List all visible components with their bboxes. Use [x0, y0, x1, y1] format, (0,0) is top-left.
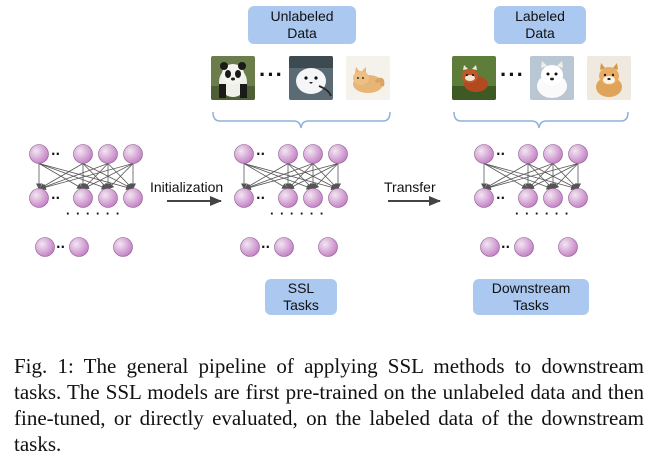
network-3-edge [527, 163, 578, 189]
network-1-edge [107, 163, 134, 190]
network-1-row-dots: ·· [56, 240, 65, 254]
network-1-node-r1 [98, 144, 118, 164]
network-2-node-r2 [303, 188, 323, 208]
network-3-row-dots: ·· [501, 240, 510, 254]
figure-caption: Fig. 1: The general pipeline of applying… [14, 354, 644, 456]
network-3-node-r1 [568, 144, 588, 164]
network-3-node-r1 [543, 144, 563, 164]
network-2-row-dots: ·· [261, 240, 270, 254]
network-2-node-r3 [318, 237, 338, 257]
network-2-edge [312, 163, 339, 190]
network-1-edge [39, 163, 84, 190]
network-2-row-dots: ·· [256, 147, 265, 161]
red-panda-image [452, 56, 496, 100]
network-3-edge [483, 163, 528, 190]
network-3-edge [484, 163, 529, 190]
network-1-edge [83, 163, 134, 189]
kitten-image [346, 56, 390, 100]
network-1-node-r2 [29, 188, 49, 208]
network-1-edge [38, 163, 83, 190]
unlabeled-images-ellipsis: ··· [259, 62, 284, 87]
network-1-edge [38, 163, 133, 191]
initialization-label: Initialization [150, 179, 224, 195]
network-3-ellipsis: · · · · · · [515, 206, 571, 221]
network-1-node-r1 [73, 144, 93, 164]
network-2-node-r3 [274, 237, 294, 257]
network-2-edge [243, 163, 313, 190]
network-2-node-r3 [240, 237, 260, 257]
network-1-row-dots: ·· [51, 191, 60, 205]
network-2-edge [243, 163, 288, 190]
network-3-edge [483, 163, 578, 191]
transfer-label: Transfer [384, 179, 436, 195]
network-2-node-r1 [234, 144, 254, 164]
network-1-node-r3 [35, 237, 55, 257]
labeled-bracket [453, 111, 629, 129]
network-3-node-r3 [480, 237, 500, 257]
network-2-node-r1 [328, 144, 348, 164]
network-3-edge [528, 163, 579, 189]
panda-image [211, 56, 255, 100]
ssl-pipeline-diagram: Unlabeled Data Labeled Data ··· [29, 6, 631, 315]
network-2-edge [287, 163, 338, 189]
network-2-node-r1 [303, 144, 323, 164]
network-2-edge [243, 163, 338, 191]
network-1-node-r1 [123, 144, 143, 164]
network-2-ellipsis: · · · · · · [270, 206, 326, 221]
network-3-node-r2 [543, 188, 563, 208]
network-3-node-r2 [518, 188, 538, 208]
ssl-tasks-box: SSL Tasks [265, 279, 337, 315]
network-3-row-dots: ·· [496, 147, 505, 161]
network-3-node-r1 [518, 144, 538, 164]
network-1-node-r2 [98, 188, 118, 208]
network-1-node-r3 [69, 237, 89, 257]
network-3-edge [552, 163, 579, 190]
labeled-data-box: Labeled Data [494, 6, 586, 44]
network-1-edge [38, 163, 108, 190]
network-1-edge [39, 163, 109, 190]
puppy-image [530, 56, 574, 100]
downstream-tasks-box: Downstream Tasks [473, 279, 589, 315]
network-1-node-r3 [113, 237, 133, 257]
network-3-row-dots: ·· [496, 191, 505, 205]
network-2-node-r2 [234, 188, 254, 208]
network-1-node-r2 [123, 188, 143, 208]
network-3-node-r3 [558, 237, 578, 257]
network-1-edge [82, 163, 133, 189]
network-1-ellipsis: · · · · · · [66, 206, 122, 221]
network-3-node-r2 [568, 188, 588, 208]
network-3-edge [484, 163, 579, 191]
network-3-node-r1 [474, 144, 494, 164]
network-3-edge [484, 163, 554, 190]
unlabeled-bracket [212, 111, 391, 129]
network-1-edge [39, 163, 134, 191]
labeled-images-ellipsis: ··· [500, 62, 525, 87]
network-2-edge [244, 163, 289, 190]
network-3-edge [483, 163, 553, 190]
network-1-node-r1 [29, 144, 49, 164]
diagram-graphics: ·· ·· ·· ·· ·· ·· ·· ·· ·· [29, 111, 629, 257]
unlabeled-data-box: Unlabeled Data [248, 6, 356, 44]
network-2-node-r1 [278, 144, 298, 164]
network-2-row-dots: ·· [256, 191, 265, 205]
network-2-node-r2 [328, 188, 348, 208]
network-2-edge [244, 163, 339, 191]
network-1-node-r2 [73, 188, 93, 208]
network-3-node-r3 [514, 237, 534, 257]
network-2-node-r2 [278, 188, 298, 208]
network-2-edge [288, 163, 339, 189]
bird-image [289, 56, 333, 100]
network-3-node-r2 [474, 188, 494, 208]
network-2-edge [244, 163, 314, 190]
network-1-row-dots: ·· [51, 147, 60, 161]
shiba-dog-image [587, 56, 631, 100]
